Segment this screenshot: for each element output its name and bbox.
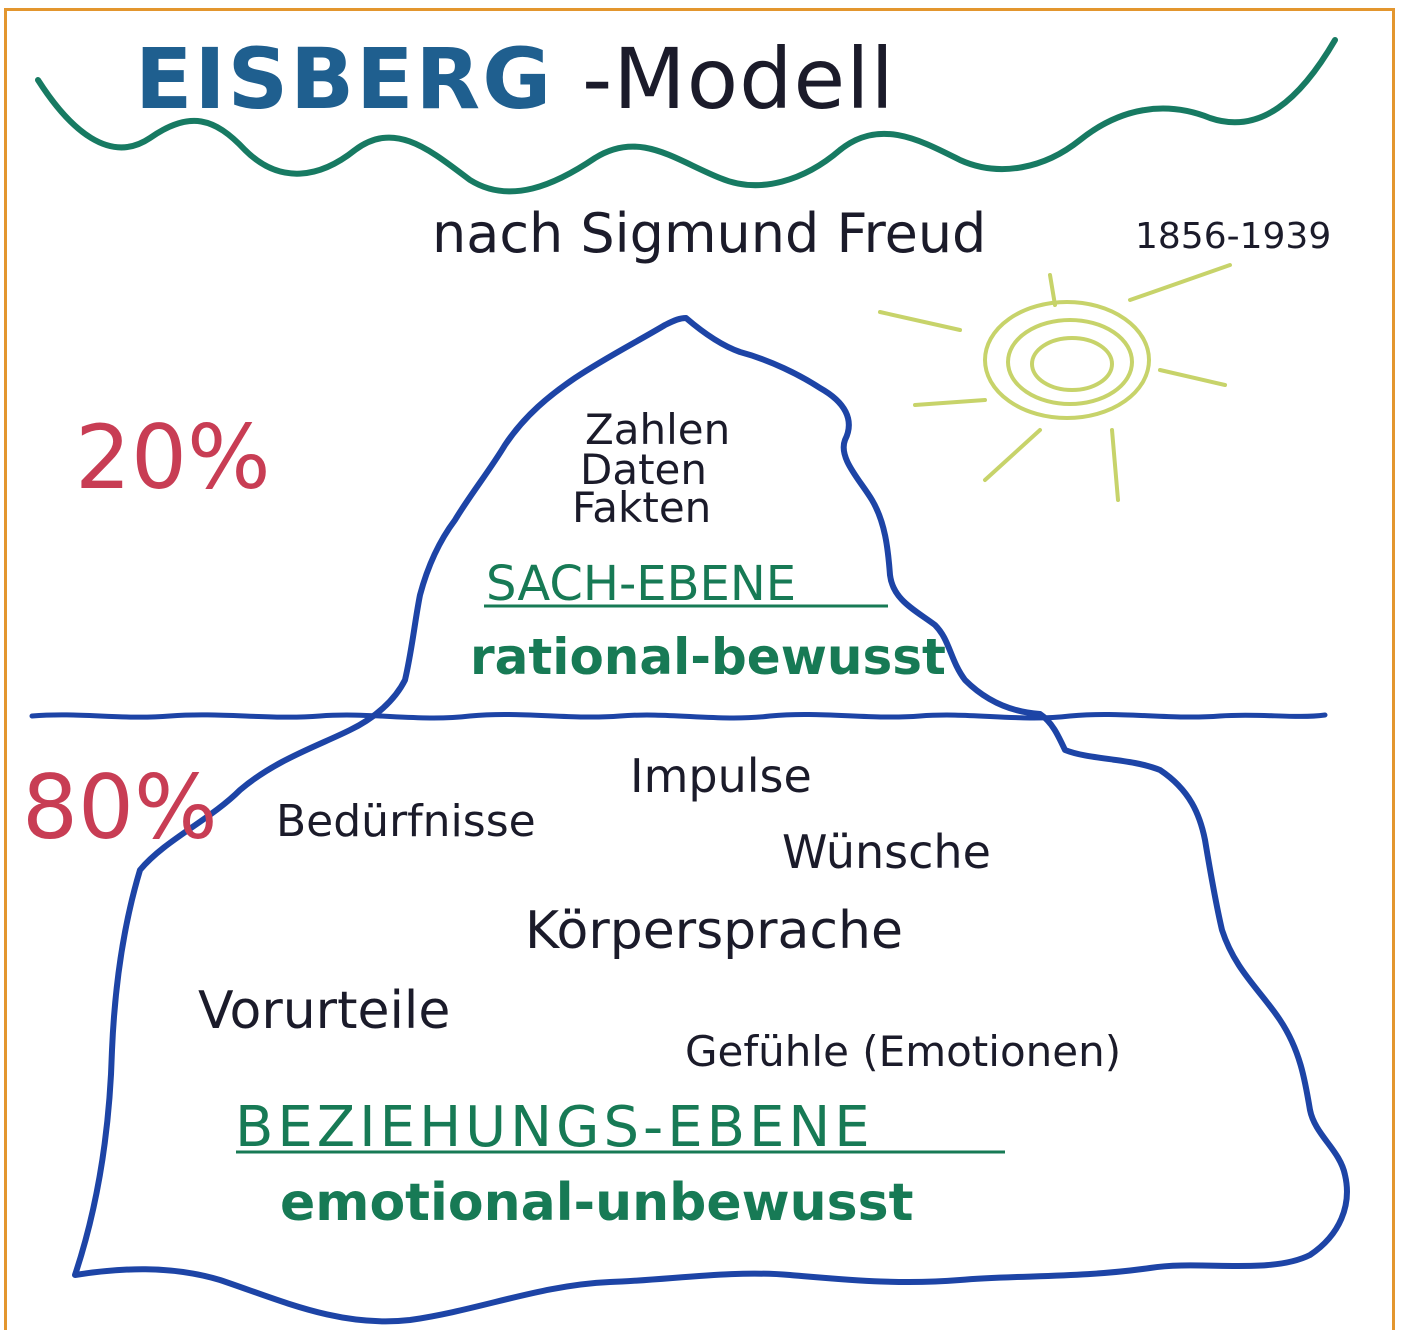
- subtitle: nach Sigmund Freud: [432, 202, 986, 265]
- tip-level-desc: rational-bewusst: [470, 628, 946, 686]
- base-level: BEZIEHUNGS-EBENE: [235, 1095, 874, 1160]
- waves-icon: [35, 37, 1338, 195]
- iceberg-outline: [72, 315, 1350, 1325]
- tip-level: SACH-EBENE: [486, 556, 796, 612]
- title-rest: -Modell: [582, 30, 895, 128]
- waterline: [29, 711, 1328, 721]
- tip-item-fakten: Fakten: [572, 483, 711, 532]
- subtitle-years: 1856-1939: [1135, 216, 1331, 257]
- item-impulse: Impulse: [630, 749, 812, 803]
- tip-percent: 20%: [75, 406, 271, 509]
- tip-item-daten: Daten: [580, 445, 707, 494]
- item-gefuehle: Gefühle (Emotionen): [685, 1027, 1121, 1076]
- base-level-desc: emotional-unbewusst: [280, 1173, 913, 1233]
- item-wuensche: Wünsche: [782, 825, 991, 879]
- base-percent: 80%: [22, 756, 218, 859]
- sun-icon: [878, 263, 1232, 502]
- item-koerpersprache: Körpersprache: [525, 901, 903, 961]
- title-main: EISBERG: [135, 30, 553, 128]
- item-beduerfnisse: Bedürfnisse: [276, 796, 536, 847]
- tip-item-zahlen: Zahlen: [585, 405, 730, 454]
- diagram-frame: [4, 8, 1395, 1330]
- item-vorurteile: Vorurteile: [198, 981, 450, 1041]
